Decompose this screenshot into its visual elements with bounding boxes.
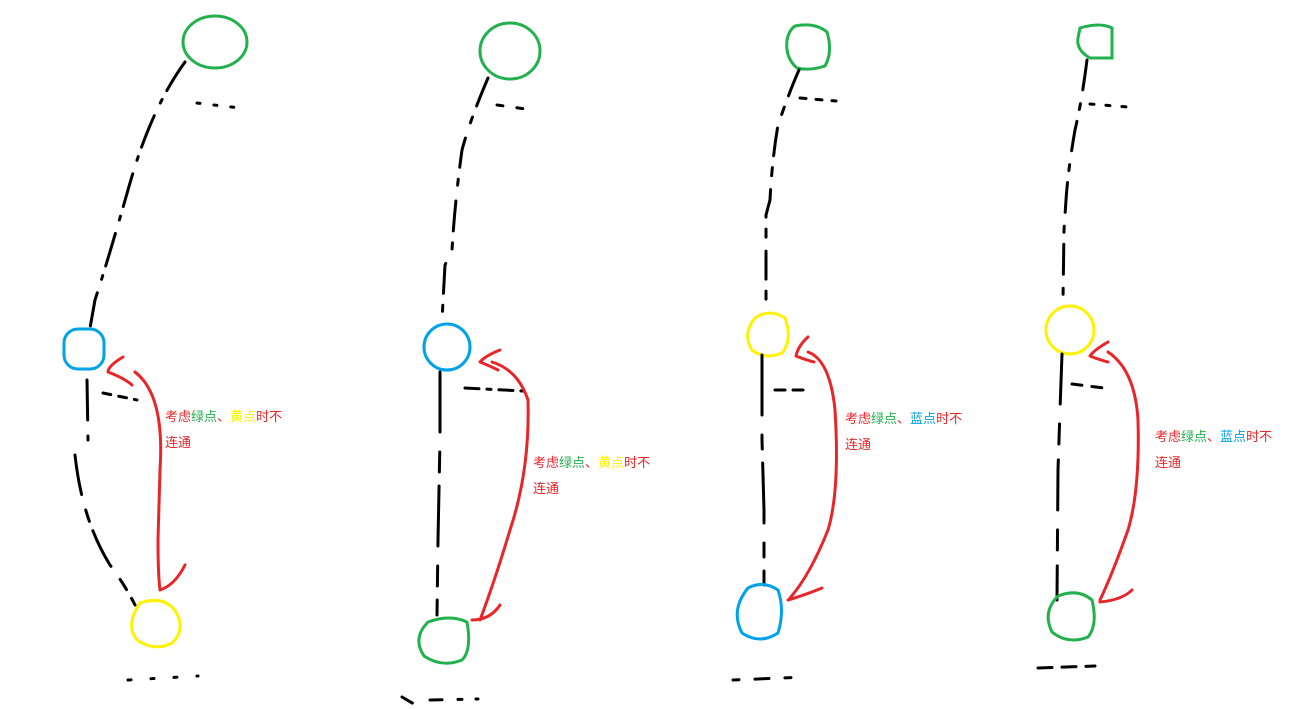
edge-middle-to-bottom (760, 353, 766, 587)
edge-middle-to-bottom (435, 370, 442, 617)
annotation-2: 考虑绿点、黄点时不 连通 (533, 451, 650, 503)
annotation-segment: 绿点 (871, 412, 898, 427)
node-bottom (735, 583, 783, 641)
annotation-segment: 考虑 (1155, 430, 1182, 445)
annotation-line-1: 考虑绿点、蓝点时不 (845, 407, 962, 433)
annotation-segment: 绿点 (191, 410, 218, 425)
annotation-line-1: 考虑绿点、蓝点时不 (1155, 425, 1272, 451)
annotation-4: 考虑绿点、蓝点时不 连通 (1155, 425, 1272, 477)
annotation-1: 考虑绿点、黄点时不 连通 (165, 405, 282, 457)
edge-top-to-middle (1061, 58, 1089, 302)
node-top (478, 21, 542, 81)
edge-top-to-middle (440, 76, 490, 322)
red-arrow (1088, 340, 1140, 604)
annotation-line-2: 连通 (533, 482, 560, 497)
annotation-segment: 考虑 (165, 410, 192, 425)
red-arrow (470, 348, 530, 622)
annotation-segment: 蓝点 (910, 412, 937, 427)
node-top (181, 14, 249, 70)
annotation-segment: 黄点 (230, 410, 257, 425)
annotation-segment: 绿点 (1181, 430, 1208, 445)
red-arrow (106, 355, 187, 592)
annotation-segment: 、 (1207, 430, 1221, 445)
annotation-segment: 黄点 (598, 456, 625, 471)
annotation-segment: 、 (897, 412, 911, 427)
annotation-segment: 时不 (624, 456, 651, 471)
dotted-trail (1036, 664, 1097, 670)
dotted-trail (731, 675, 807, 682)
annotation-line-1: 考虑绿点、黄点时不 (165, 405, 282, 431)
diagram-1 (62, 14, 249, 682)
annotation-segment: 、 (585, 456, 599, 471)
node-middle (746, 311, 790, 358)
dotted-trail (1088, 102, 1130, 109)
annotation-line-2: 连通 (165, 436, 192, 451)
edge-top-to-middle (764, 68, 801, 312)
node-bottom (417, 616, 471, 665)
dotted-trail (495, 103, 535, 112)
dotted-trail (195, 101, 242, 110)
node-middle (1044, 304, 1096, 356)
annotation-line-2: 连通 (845, 438, 872, 453)
dotted-trail (126, 674, 200, 682)
annotation-segment: 、 (217, 410, 231, 425)
node-middle (422, 322, 472, 372)
annotation-segment: 蓝点 (1220, 430, 1247, 445)
dotted-trail (798, 96, 838, 103)
annotation-line-2: 连通 (1155, 456, 1182, 471)
dotted-trail (400, 695, 480, 706)
red-arrow (786, 335, 838, 602)
dotted-trail (101, 391, 139, 402)
dotted-trail (1070, 382, 1106, 390)
annotation-segment: 时不 (256, 410, 283, 425)
node-bottom (130, 599, 182, 649)
node-top (1076, 23, 1114, 60)
diagram-3 (731, 23, 838, 682)
node-top (785, 23, 832, 71)
annotation-segment: 绿点 (559, 456, 586, 471)
node-bottom (1046, 591, 1096, 642)
edge-top-to-middle (88, 60, 187, 330)
annotation-3: 考虑绿点、蓝点时不 连通 (845, 407, 962, 459)
diagram-4 (1036, 23, 1140, 670)
annotation-line-1: 考虑绿点、黄点时不 (533, 451, 650, 477)
node-middle (62, 327, 106, 371)
diagram-2 (400, 21, 542, 706)
edge-middle-to-bottom (1055, 352, 1064, 602)
edge-middle-to-bottom (73, 378, 137, 607)
annotation-segment: 考虑 (533, 456, 560, 471)
dotted-trail (463, 386, 525, 393)
annotation-segment: 时不 (1246, 430, 1273, 445)
annotation-segment: 考虑 (845, 412, 872, 427)
annotation-segment: 时不 (936, 412, 963, 427)
